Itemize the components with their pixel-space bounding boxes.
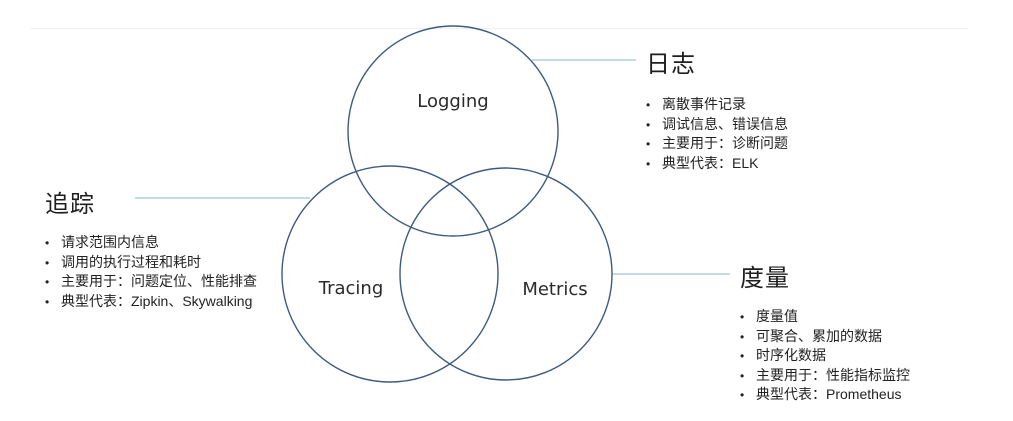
- list-item: •典型代表：ELK: [646, 154, 788, 174]
- bullet-icon: •: [45, 255, 50, 270]
- logging-circle-label: Logging: [417, 91, 488, 112]
- list-item: •主要用于：性能指标监控: [740, 366, 910, 386]
- list-item: •请求范围内信息: [45, 233, 257, 253]
- list-item: •主要用于：问题定位、性能排查: [45, 272, 257, 292]
- logging-title: 日志: [646, 51, 696, 78]
- tracing-list: •请求范围内信息 •调用的执行过程和耗时 •主要用于：问题定位、性能排查 •典型…: [45, 233, 257, 311]
- metrics-circle-label: Metrics: [522, 279, 587, 300]
- bullet-icon: •: [740, 310, 745, 324]
- logging-list: •离散事件记录 •调试信息、错误信息 •主要用于：诊断问题 •典型代表：ELK: [646, 95, 788, 173]
- logging-description: 日志 •离散事件记录 •调试信息、错误信息 •主要用于：诊断问题 •典型代表：E…: [646, 44, 788, 173]
- bullet-icon: •: [45, 294, 50, 309]
- list-item: •调试信息、错误信息: [646, 115, 788, 135]
- metrics-description: 度量 •度量值 •可聚合、累加的数据 •时序化数据 •主要用于：性能指标监控 •…: [740, 258, 910, 405]
- tracing-circle-label: Tracing: [318, 278, 384, 299]
- tracing-description: 追踪 •请求范围内信息 •调用的执行过程和耗时 •主要用于：问题定位、性能排查 …: [45, 184, 257, 311]
- bullet-icon: •: [740, 349, 745, 363]
- bullet-icon: •: [646, 137, 651, 151]
- tracing-circle: [281, 165, 499, 383]
- logging-circle: [347, 25, 559, 237]
- bullet-icon: •: [45, 275, 50, 289]
- tracing-title: 追踪: [45, 191, 95, 218]
- list-item: •典型代表：Zipkin、Skywalking: [45, 292, 257, 312]
- bullet-icon: •: [740, 368, 745, 383]
- list-item: •调用的执行过程和耗时: [45, 253, 257, 273]
- top-divider: [30, 28, 968, 29]
- list-item: •主要用于：诊断问题: [646, 134, 788, 154]
- list-item: •离散事件记录: [646, 95, 788, 115]
- list-item: •典型代表：Prometheus: [740, 385, 910, 405]
- bullet-icon: •: [646, 156, 651, 171]
- bullet-icon: •: [740, 388, 745, 402]
- list-item: •时序化数据: [740, 346, 910, 366]
- metrics-list: •度量值 •可聚合、累加的数据 •时序化数据 •主要用于：性能指标监控 •典型代…: [740, 307, 910, 405]
- metrics-title: 度量: [740, 265, 790, 292]
- bullet-icon: •: [740, 329, 745, 344]
- bullet-icon: •: [45, 236, 50, 250]
- bullet-icon: •: [646, 98, 651, 112]
- list-item: •可聚合、累加的数据: [740, 327, 910, 347]
- list-item: •度量值: [740, 307, 910, 327]
- metrics-circle: [399, 167, 613, 381]
- bullet-icon: •: [646, 117, 651, 132]
